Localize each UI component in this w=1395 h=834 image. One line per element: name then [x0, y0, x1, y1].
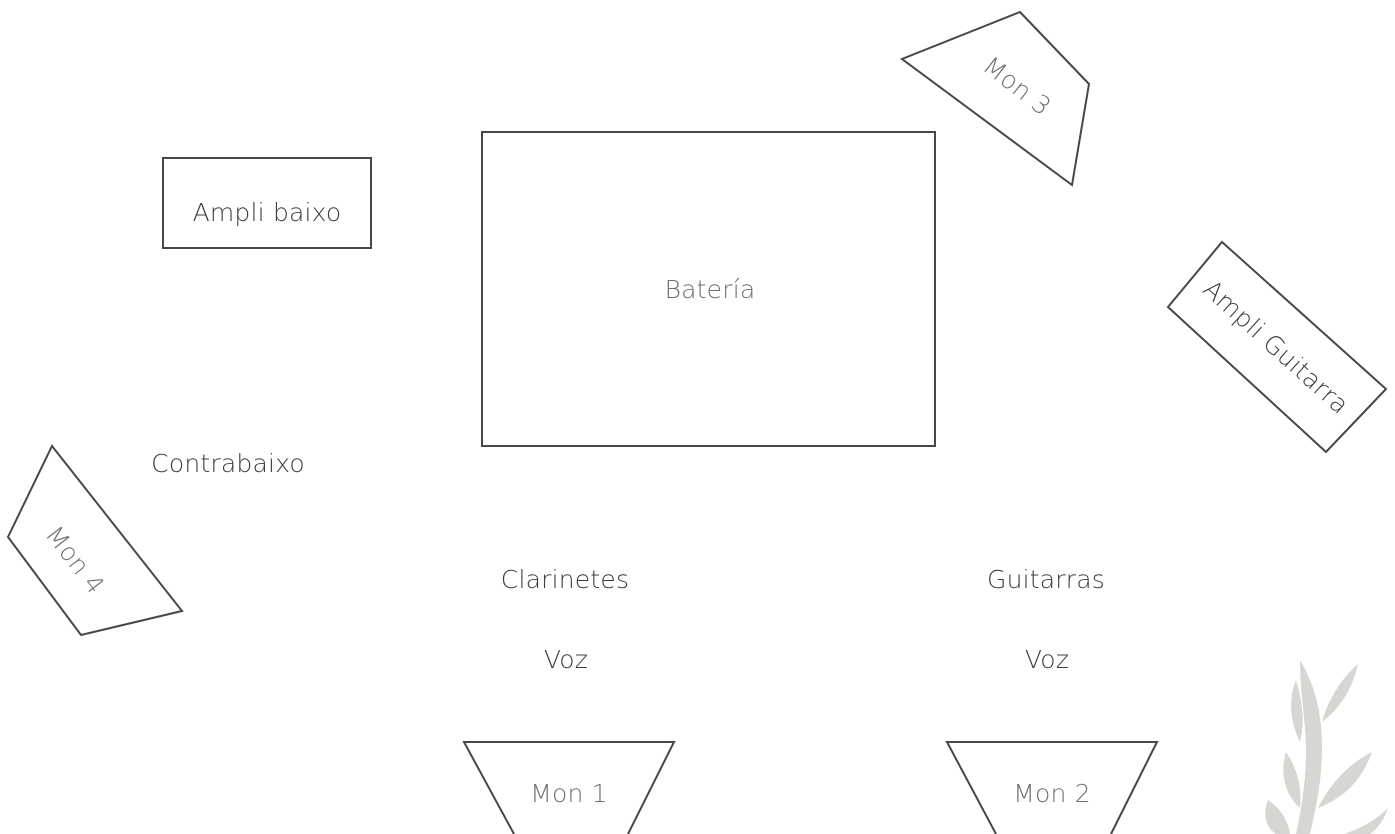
- monitor-1-label: Mon 1: [530, 779, 608, 808]
- leaf-logo-icon: [1265, 660, 1388, 834]
- guitars-label: Guitarras: [987, 565, 1105, 594]
- monitor-4-wedge: [6, 444, 184, 637]
- monitor-3-wedge: [899, 10, 1091, 187]
- monitor-4-label: Mon 4: [40, 521, 111, 600]
- monitor-3: Mon 3: [899, 10, 1091, 187]
- monitor-2-label: Mon 2: [1013, 779, 1091, 808]
- double-bass-label: Contrabaixo: [151, 449, 305, 478]
- monitor-1: Mon 1: [462, 741, 676, 834]
- drums-riser: Batería: [481, 131, 936, 447]
- drums-box: [481, 131, 936, 447]
- monitor-1-wedge: [462, 741, 676, 834]
- monitor-2-wedge: [945, 741, 1159, 834]
- vocal-right-label: Voz: [1025, 645, 1069, 674]
- guitar-amp-box: [1166, 240, 1388, 454]
- bass-amp: Ampli baixo: [162, 157, 372, 249]
- bass-amp-label: Ampli baixo: [193, 198, 342, 227]
- guitar-amp-label: Ampli Guitarra: [1198, 274, 1355, 419]
- monitor-3-label: Mon 3: [978, 51, 1057, 122]
- bass-amp-box: [162, 157, 372, 249]
- guitar-amp: Ampli Guitarra: [1166, 240, 1388, 454]
- monitor-2: Mon 2: [945, 741, 1159, 834]
- drums-label: Batería: [665, 275, 756, 304]
- vocal-left-label: Voz: [544, 645, 588, 674]
- clarinets-label: Clarinetes: [501, 565, 629, 594]
